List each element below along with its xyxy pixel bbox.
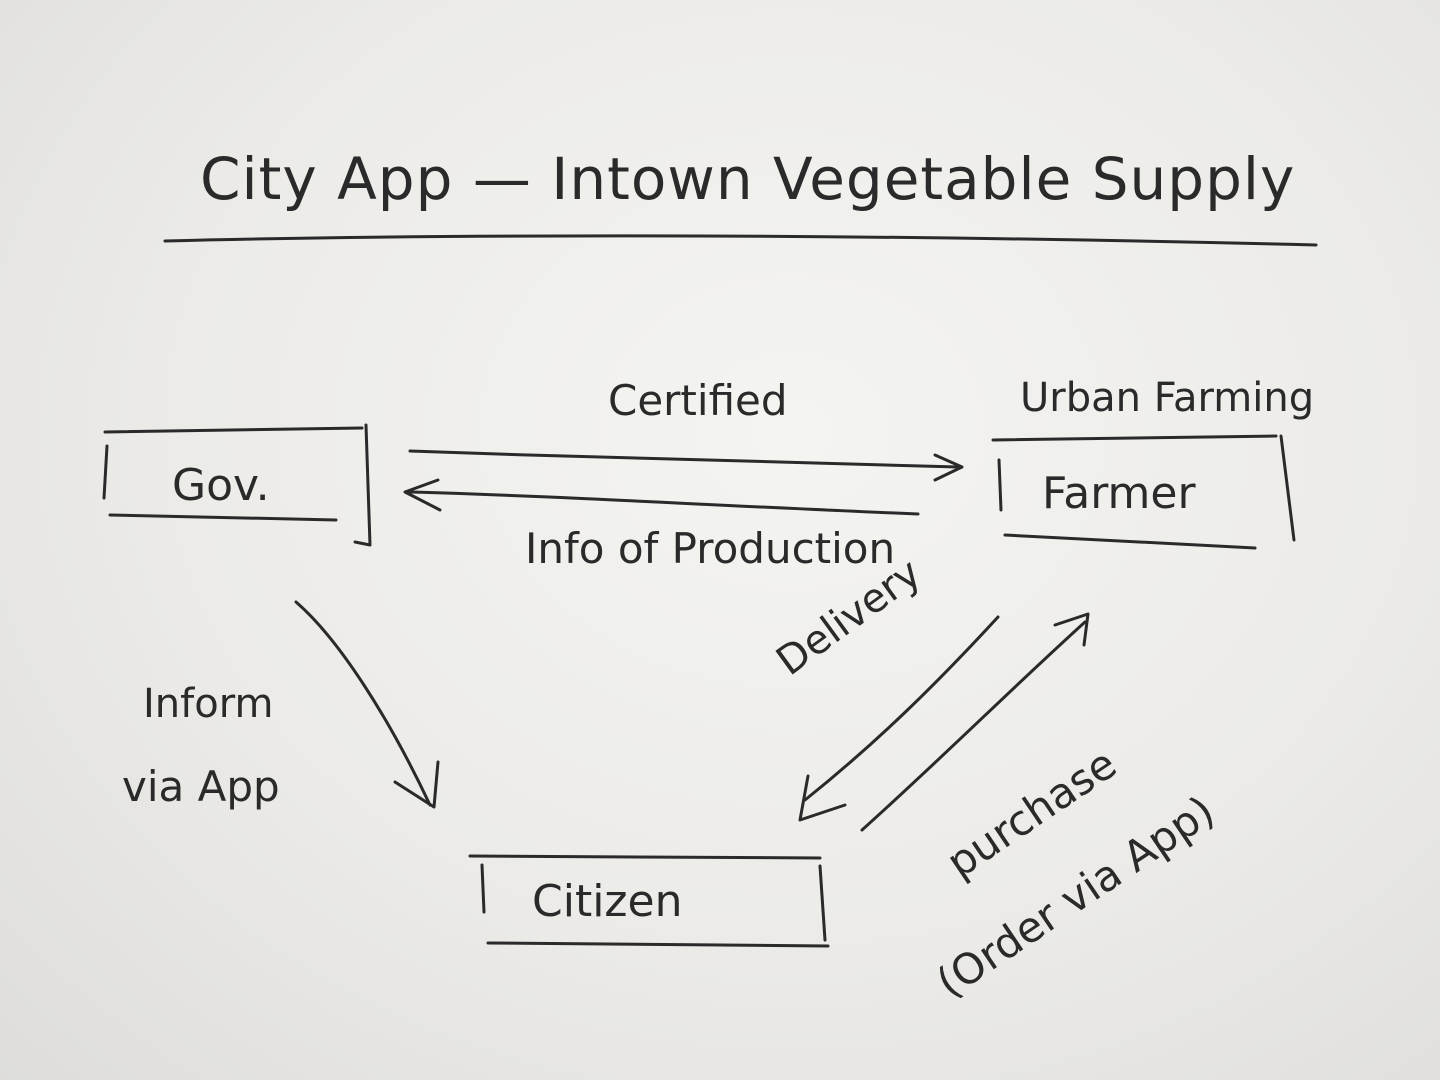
arrow-info-of-production <box>403 478 920 516</box>
label-info-of-production: Info of Production <box>525 524 896 573</box>
farmer-box <box>991 434 1296 550</box>
arrow-certified <box>408 449 964 482</box>
node-farmer: Farmer <box>1042 468 1196 519</box>
label-urban-farming: Urban Farming <box>1020 375 1315 421</box>
label-via-app: via App <box>122 762 280 811</box>
label-inform: Inform <box>143 681 274 727</box>
label-certified: Certified <box>608 376 788 425</box>
arrow-purchase <box>860 612 1090 832</box>
arrow-inform-via-app <box>294 600 440 809</box>
arrow-delivery <box>798 615 1000 822</box>
citizen-box <box>468 854 830 948</box>
node-gov: Gov. <box>172 460 270 511</box>
diagram-title: City App — Intown Vegetable Supply <box>200 145 1296 213</box>
node-citizen: Citizen <box>532 876 683 927</box>
gov-box <box>102 423 372 547</box>
title-underline <box>163 234 1318 247</box>
